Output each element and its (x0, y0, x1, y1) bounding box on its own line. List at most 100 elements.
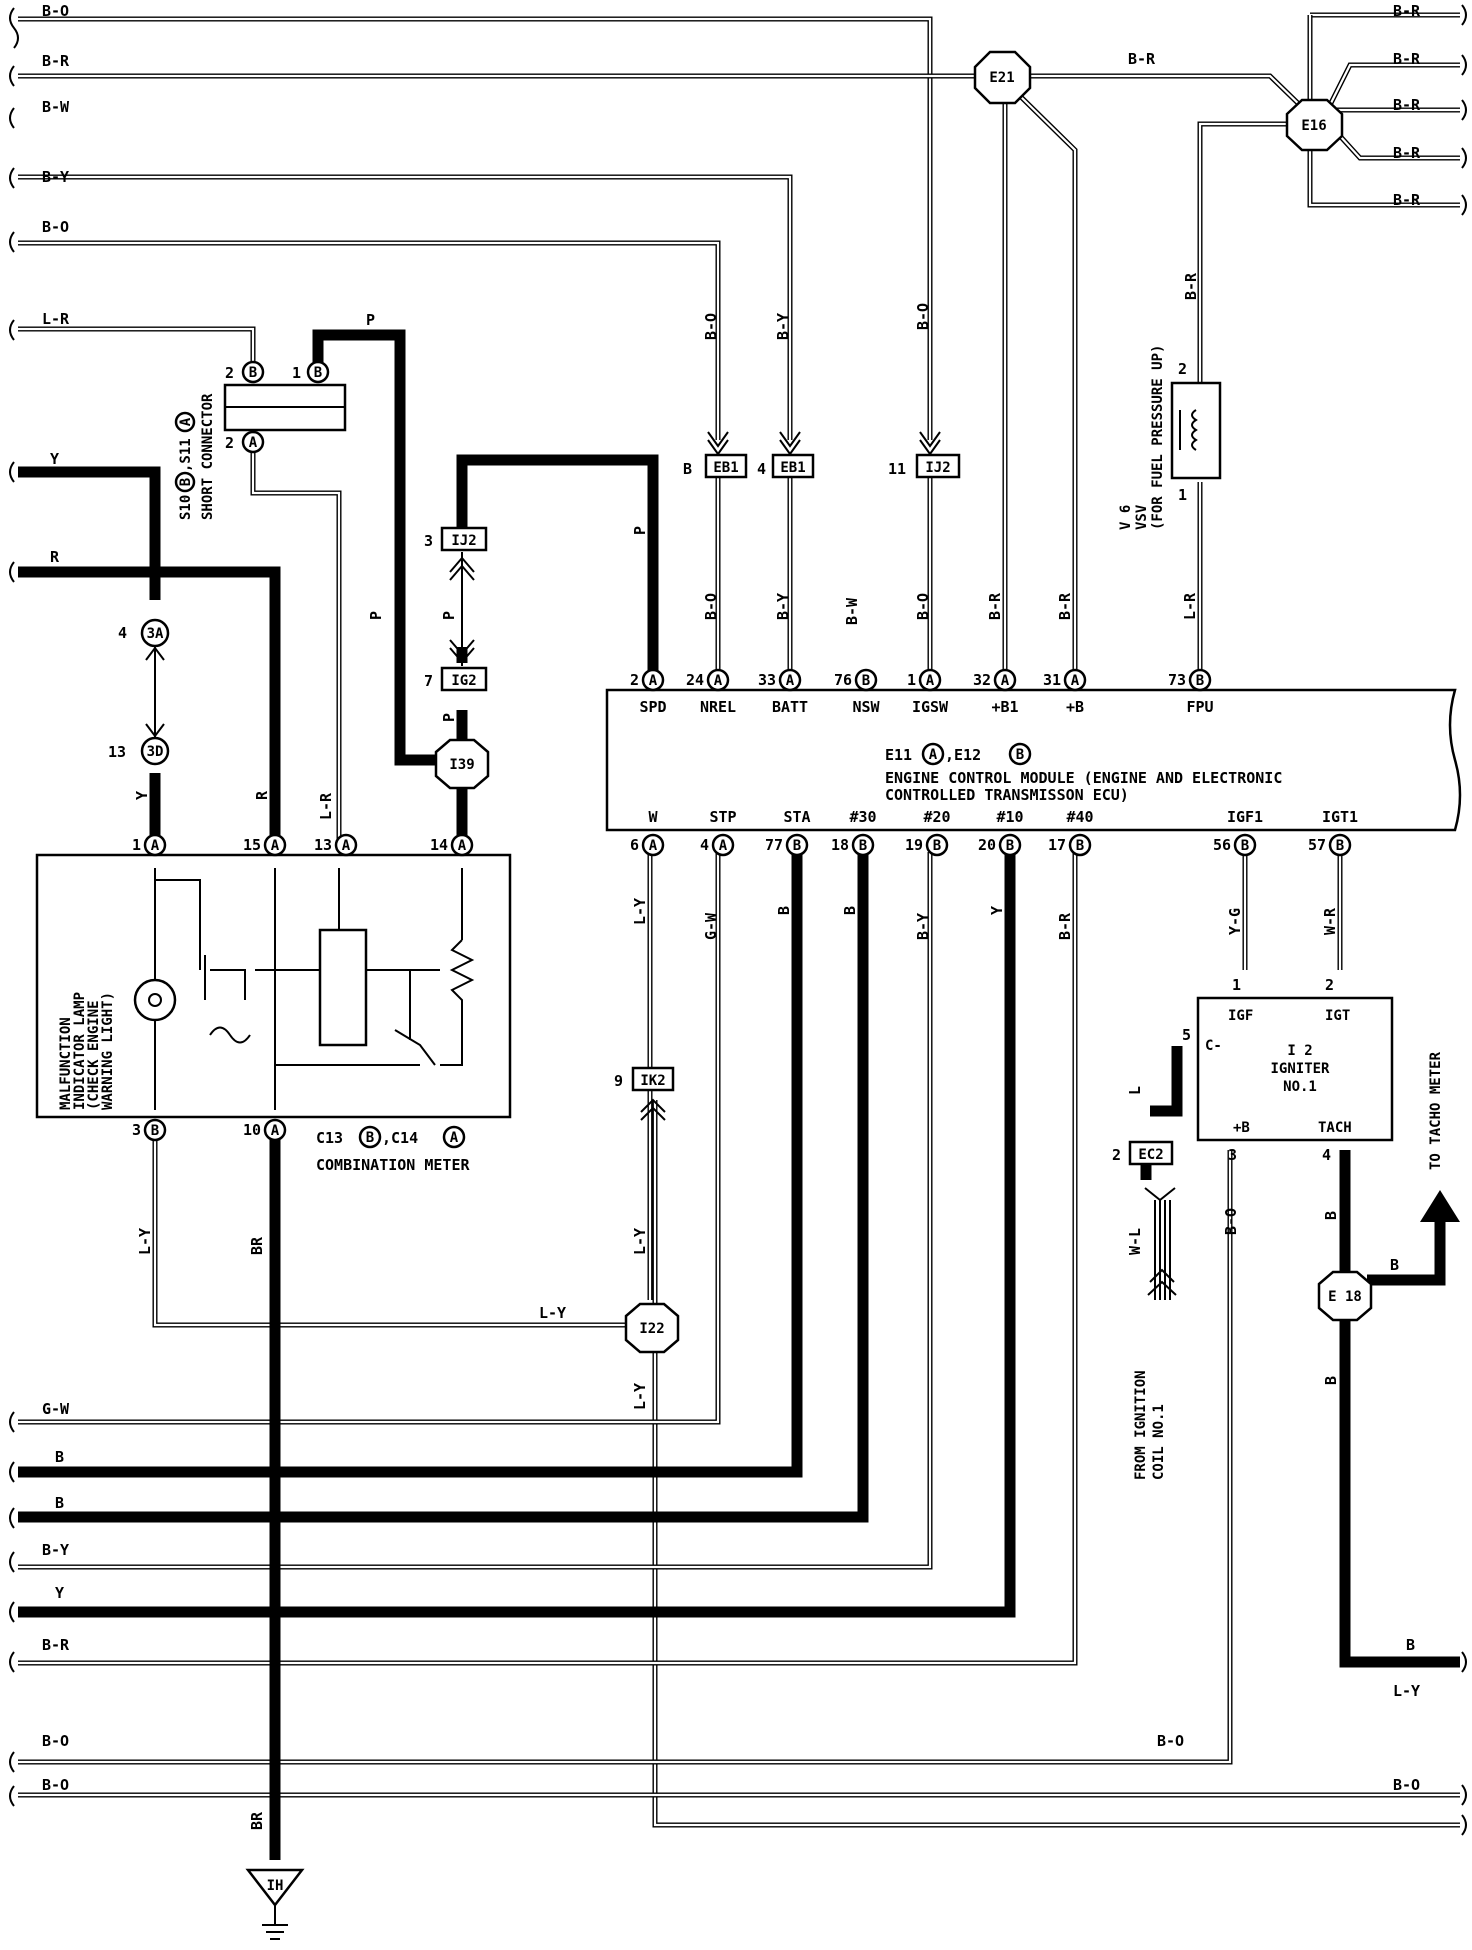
svg-text:B: B (1322, 1211, 1340, 1220)
short-connector: B B A 2 1 2 P S10 B ,S11 A SHORT CONNECT… (174, 311, 375, 520)
svg-text:B: B (1016, 747, 1024, 763)
svg-text:B: B (683, 460, 692, 478)
pin-name: BATT (772, 698, 808, 716)
meter-pin: A1 (132, 833, 167, 857)
pin-number: 3 (132, 1121, 141, 1139)
ecu-title: CONTROLLED TRANSMISSON ECU) (885, 786, 1129, 804)
pin-number: 18 (831, 836, 849, 854)
pin-number: 76 (834, 671, 852, 689)
connector-3a-3d: 3A 4 3D 13 (108, 618, 170, 766)
pin-number: 6 (630, 836, 639, 854)
svg-text:IK2: IK2 (640, 1073, 665, 1089)
pin-number: 19 (905, 836, 923, 854)
svg-text:B: B (178, 478, 194, 486)
ij2-ig2-arrows (449, 552, 475, 666)
svg-text:W-L: W-L (1126, 1228, 1144, 1255)
svg-text:,E12: ,E12 (945, 746, 981, 764)
svg-text:2: 2 (1178, 360, 1187, 378)
svg-text:IJ2: IJ2 (925, 460, 950, 476)
pin-connector-letter: B (862, 673, 870, 689)
svg-text:E21: E21 (989, 70, 1014, 86)
pin-connector-letter: B (933, 838, 941, 854)
pin-number: 15 (243, 836, 261, 854)
svg-text:2: 2 (1325, 976, 1334, 994)
svg-text:INDICATOR LAMP: INDICATOR LAMP (72, 992, 88, 1110)
wire-label: B-O (42, 1776, 69, 1794)
svg-text:B-Y: B-Y (774, 593, 792, 620)
svg-text:B: B (366, 1130, 374, 1146)
wire-label: B-O (1393, 1776, 1420, 1794)
wire-label: B-R (1393, 191, 1421, 209)
svg-text:C-: C- (1205, 1038, 1222, 1054)
svg-text:1: 1 (292, 364, 301, 382)
svg-text:C13: C13 (316, 1129, 343, 1147)
svg-text:5: 5 (1182, 1026, 1191, 1044)
pin-connector-letter: B (859, 838, 867, 854)
pin-connector-letter: B (1006, 838, 1014, 854)
wire-label: B-R (42, 1636, 70, 1654)
pin-connector-letter: A (151, 838, 160, 854)
wire-label: G-W (42, 1400, 70, 1418)
pin-name: STP (709, 808, 736, 826)
svg-text:1: 1 (1178, 486, 1187, 504)
meter-pin: A10 (243, 1118, 287, 1142)
svg-text:3D: 3D (147, 744, 164, 760)
svg-text:P: P (367, 611, 385, 620)
svg-text:IGNITER: IGNITER (1270, 1061, 1330, 1077)
svg-text:W-R: W-R (1321, 907, 1339, 935)
svg-text:IGF: IGF (1228, 1008, 1253, 1024)
svg-text:B: B (775, 906, 793, 915)
svg-text:EC2: EC2 (1138, 1147, 1163, 1163)
junction-i39: I39 (434, 738, 490, 790)
svg-text:B-R: B-R (1056, 912, 1074, 940)
pin-number: 13 (314, 836, 332, 854)
wire-label: B-O (42, 218, 69, 236)
svg-text:E16: E16 (1301, 118, 1326, 134)
svg-text:B-O: B-O (702, 313, 720, 340)
pin-number: 2 (630, 671, 639, 689)
connector-ij2-top: IJ2 11 (888, 431, 961, 479)
vertical-wire-labels: B-O B-Y B-O P P P P L-R Y R B-O B-Y B-W … (133, 272, 1340, 1830)
pin-connector-letter: B (1336, 838, 1344, 854)
svg-text:Y-G: Y-G (1226, 908, 1244, 935)
svg-text:B: B (314, 365, 322, 381)
svg-text:VSV: VSV (1134, 504, 1150, 530)
pin-name: #40 (1066, 808, 1093, 826)
connector-pin: B19#20 (905, 808, 951, 857)
svg-text:FROM IGNITION: FROM IGNITION (1133, 1370, 1149, 1480)
svg-text:(CHECK ENGINE: (CHECK ENGINE (86, 1000, 102, 1110)
pin-number: 4 (700, 836, 709, 854)
svg-text:9: 9 (614, 1072, 623, 1090)
svg-text:3A: 3A (147, 626, 164, 642)
svg-text:MALFUNCTION: MALFUNCTION (58, 1017, 74, 1110)
ground-ih: IH (245, 1868, 305, 1940)
svg-text:4: 4 (1322, 1146, 1331, 1164)
pin-name: FPU (1186, 698, 1213, 716)
svg-text:(FOR FUEL PRESSURE UP): (FOR FUEL PRESSURE UP) (1150, 345, 1166, 530)
svg-text:NO.1: NO.1 (1283, 1079, 1317, 1095)
wire-label: B-O (1157, 1732, 1184, 1750)
svg-text:S10: S10 (178, 495, 194, 520)
connector-ig2: IG2 7 (424, 666, 488, 692)
igniter-i2: 1 2 5 3 4 IGF IGT C- +B TACH I 2 IGNITER… (1182, 976, 1394, 1164)
connector-eb1-right: EB1 4 (757, 431, 815, 479)
pin-connector-letter: A (719, 838, 728, 854)
wire-label: Y (50, 450, 59, 468)
pin-connector-letter: B (793, 838, 801, 854)
wires-thick (18, 329, 1460, 1860)
connector-pin: A32+B1 (973, 668, 1019, 716)
wire-label: B (55, 1448, 64, 1466)
svg-text:B: B (1322, 1376, 1340, 1385)
pin-name: NSW (852, 698, 880, 716)
pin-number: 1 (907, 671, 916, 689)
wire-label: B-Y (42, 1541, 69, 1559)
svg-text:A: A (929, 747, 938, 763)
svg-text:L-R: L-R (1181, 592, 1199, 620)
svg-text:L-Y: L-Y (631, 898, 649, 925)
pin-number: 17 (1048, 836, 1066, 854)
